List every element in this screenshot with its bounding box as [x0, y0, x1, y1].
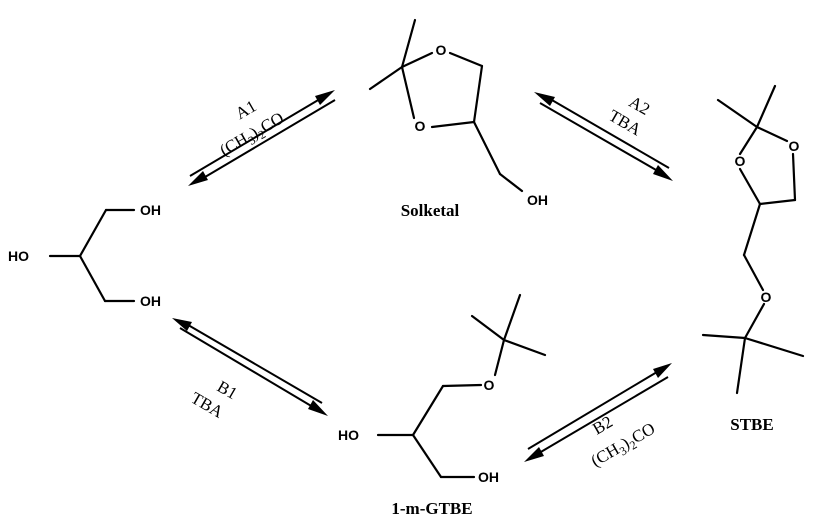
reverse-arrow-shaft — [533, 376, 669, 457]
bond — [411, 433, 443, 479]
bond — [502, 293, 522, 342]
glycerol-structure: OH HO OH — [8, 202, 161, 309]
forward-arrowhead — [653, 165, 673, 181]
bond — [493, 338, 506, 377]
solketal-structure: O O OH Solketal — [368, 18, 548, 220]
bond — [430, 120, 476, 129]
bond — [78, 254, 107, 303]
forward-arrowhead — [315, 90, 335, 105]
reverse-arrowhead — [172, 318, 192, 331]
bond — [742, 202, 762, 257]
bond — [472, 64, 484, 124]
reaction-arrow-b2 — [524, 363, 672, 462]
reaction-arrow-a2 — [534, 92, 673, 181]
bond — [498, 172, 524, 193]
glycerol-hydroxyl-bottom: OH — [140, 293, 161, 309]
reagent-part: (CH — [588, 439, 623, 470]
forward-arrow-shaft — [539, 102, 664, 175]
bond — [472, 120, 502, 176]
reverse-arrow-shaft — [544, 95, 670, 169]
bond — [400, 51, 434, 69]
reaction-arrow-b1 — [172, 318, 328, 416]
reverse-arrow-shaft — [199, 99, 336, 181]
reaction-a1-code: A1 — [232, 96, 259, 123]
solketal-ring-oxygen-1: O — [436, 42, 447, 58]
glycerol-hydroxyl-middle: HO — [8, 248, 29, 264]
stbe-name: STBE — [730, 415, 773, 434]
bond — [755, 84, 777, 129]
bond — [791, 152, 797, 202]
bond — [448, 51, 484, 68]
bond — [400, 18, 417, 69]
reverse-arrowhead — [188, 171, 208, 186]
gtbe-hydroxyl-secondary: HO — [338, 427, 359, 443]
forward-arrow-shaft — [527, 368, 663, 450]
reaction-label-a2: A2 TBA — [606, 92, 654, 140]
stbe-ring-oxygen-2: O — [789, 138, 800, 154]
reaction-label-b1: B1 TBA — [188, 377, 241, 422]
glycerol-hydroxyl-top: OH — [140, 202, 161, 218]
reverse-arrowhead — [534, 92, 555, 106]
bond — [411, 384, 445, 437]
forward-arrow-shaft — [179, 327, 319, 411]
forward-arrowhead — [308, 400, 328, 416]
bond — [758, 198, 797, 206]
stbe-structure: O O O STBE — [701, 84, 805, 434]
bond — [400, 65, 416, 120]
gtbe-hydroxyl-primary: OH — [478, 469, 499, 485]
bond — [502, 338, 547, 357]
stbe-ether-oxygen: O — [761, 289, 772, 305]
forward-arrow-shaft — [189, 95, 326, 177]
reaction-arrow-a1 — [188, 90, 336, 186]
solketal-ring-oxygen-2: O — [415, 118, 426, 134]
forward-arrowhead — [653, 363, 672, 378]
bond — [78, 208, 108, 258]
bond — [738, 125, 759, 156]
bond — [441, 383, 483, 388]
reaction-b2-code: B2 — [589, 412, 616, 438]
reverse-arrowhead — [524, 447, 544, 462]
gtbe-name: 1-m-GTBE — [391, 499, 472, 518]
bond — [735, 336, 747, 395]
bond — [368, 65, 404, 91]
reverse-arrow-shaft — [182, 321, 323, 404]
gtbe-structure: O HO OH 1-m-GTBE — [338, 293, 547, 518]
bond — [743, 336, 805, 358]
bond — [738, 167, 762, 206]
bond — [743, 302, 766, 340]
bond — [701, 333, 747, 340]
bond — [755, 125, 789, 143]
bond — [470, 314, 506, 342]
gtbe-ether-oxygen: O — [484, 377, 495, 393]
solketal-name: Solketal — [401, 201, 460, 220]
stbe-ring-oxygen-1: O — [735, 153, 746, 169]
bond — [742, 253, 765, 292]
solketal-hydroxyl: OH — [527, 192, 548, 208]
bond — [716, 98, 759, 129]
reagent-part: (CH — [216, 129, 251, 160]
reaction-label-a1: A1 (CH3)2CO — [216, 96, 287, 160]
